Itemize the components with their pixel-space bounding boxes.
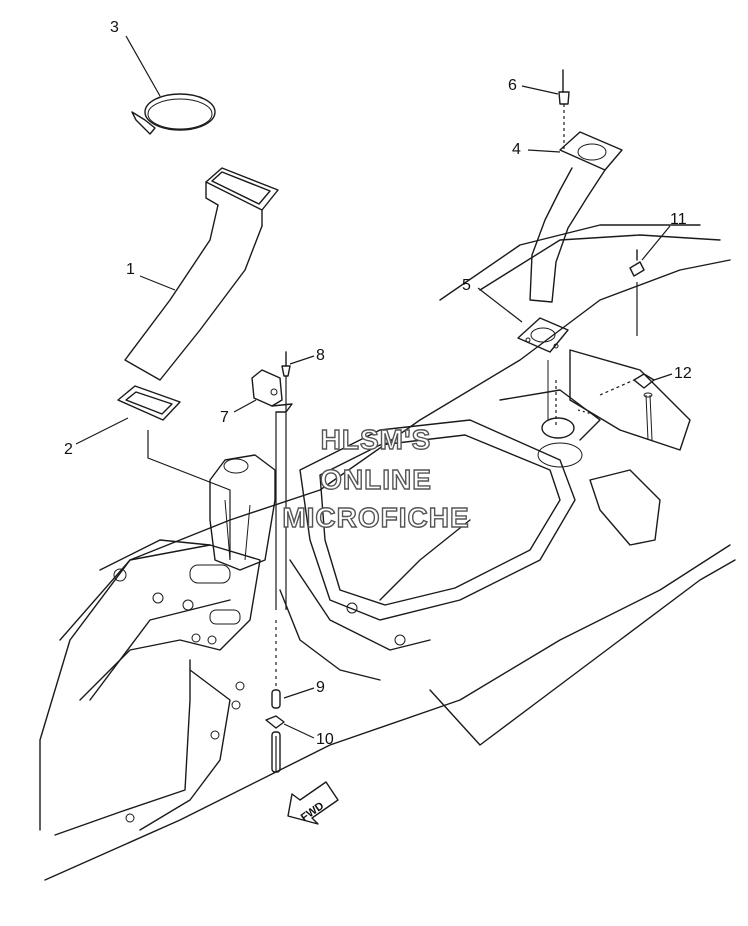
watermark-line-1: HLSM'S <box>320 423 432 455</box>
part-6-bolt <box>558 69 570 150</box>
watermark-line-3: MICROFICHE <box>282 501 470 533</box>
part-3-band-clamp <box>131 93 216 135</box>
part-2-gasket <box>117 385 181 421</box>
frame-center-section <box>279 419 583 681</box>
callout-5: 5 <box>462 277 471 294</box>
part-5-gasket <box>517 317 575 439</box>
part-1-intake-duct <box>124 167 279 381</box>
callout-9: 9 <box>316 679 325 696</box>
frame-left-section <box>59 539 261 831</box>
callout-1: 1 <box>126 261 135 278</box>
part-12-nut <box>599 373 655 396</box>
assembly-guides <box>147 380 593 560</box>
intake-housing <box>209 454 276 571</box>
callout-8: 8 <box>316 347 325 364</box>
callout-11: 11 <box>670 211 687 228</box>
part-7-holder <box>251 369 293 413</box>
forward-arrow-icon <box>287 781 339 825</box>
part-11-screw <box>629 249 645 336</box>
frame-right-section <box>499 349 691 546</box>
part-4-vent-elbow <box>529 131 623 303</box>
callout-7: 7 <box>220 409 229 426</box>
callout-6: 6 <box>508 77 517 94</box>
callout-12: 12 <box>674 365 692 382</box>
watermark-line-2: ONLINE <box>319 463 432 495</box>
part-8-pin <box>275 351 291 610</box>
callout-10: 10 <box>316 731 334 748</box>
part-10-clip <box>265 715 285 773</box>
callout-4: 4 <box>512 141 521 158</box>
callout-3: 3 <box>110 19 119 36</box>
hull-body <box>39 224 736 881</box>
callout-leaders <box>75 35 673 739</box>
callout-2: 2 <box>64 441 73 458</box>
part-9-hose <box>271 620 281 709</box>
